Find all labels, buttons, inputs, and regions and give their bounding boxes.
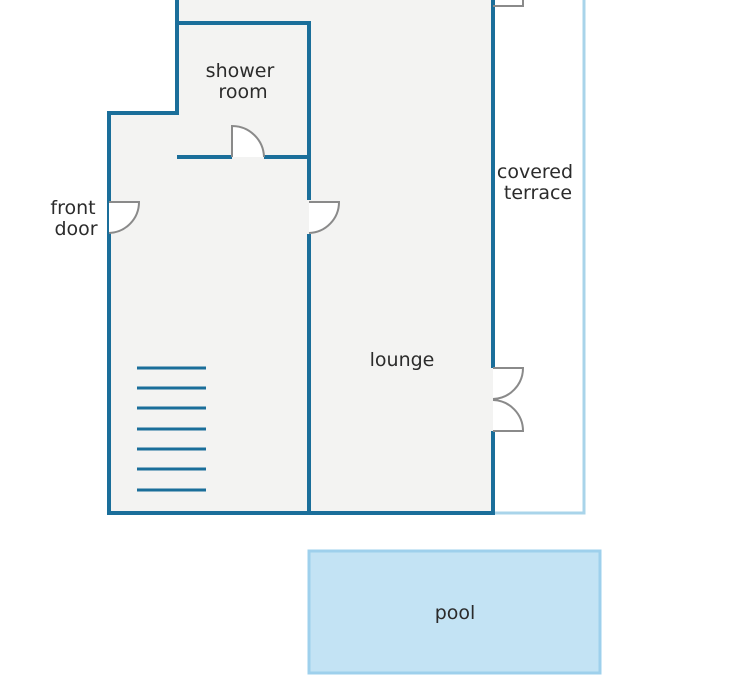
shower-door-icon[interactable] [231,124,265,158]
covered-terrace-area [491,0,586,515]
shower-room-label: shower room [206,60,281,103]
pool-area [307,549,602,675]
shower-room-wall [177,21,311,159]
stairs-icon [137,366,206,492]
front-door-icon[interactable] [108,201,141,234]
terrace-door-lower-icon[interactable] [492,399,525,432]
floor-area [109,0,493,513]
pool-label: pool [435,602,476,624]
covered-terrace-label: covered terrace [497,161,579,204]
terrace-door-upper-icon[interactable] [492,367,525,400]
top-door-icon[interactable] [493,0,524,7]
lounge-label: lounge [370,349,435,371]
lounge-door-icon[interactable] [308,201,341,234]
front-door-label: front door [50,197,101,240]
